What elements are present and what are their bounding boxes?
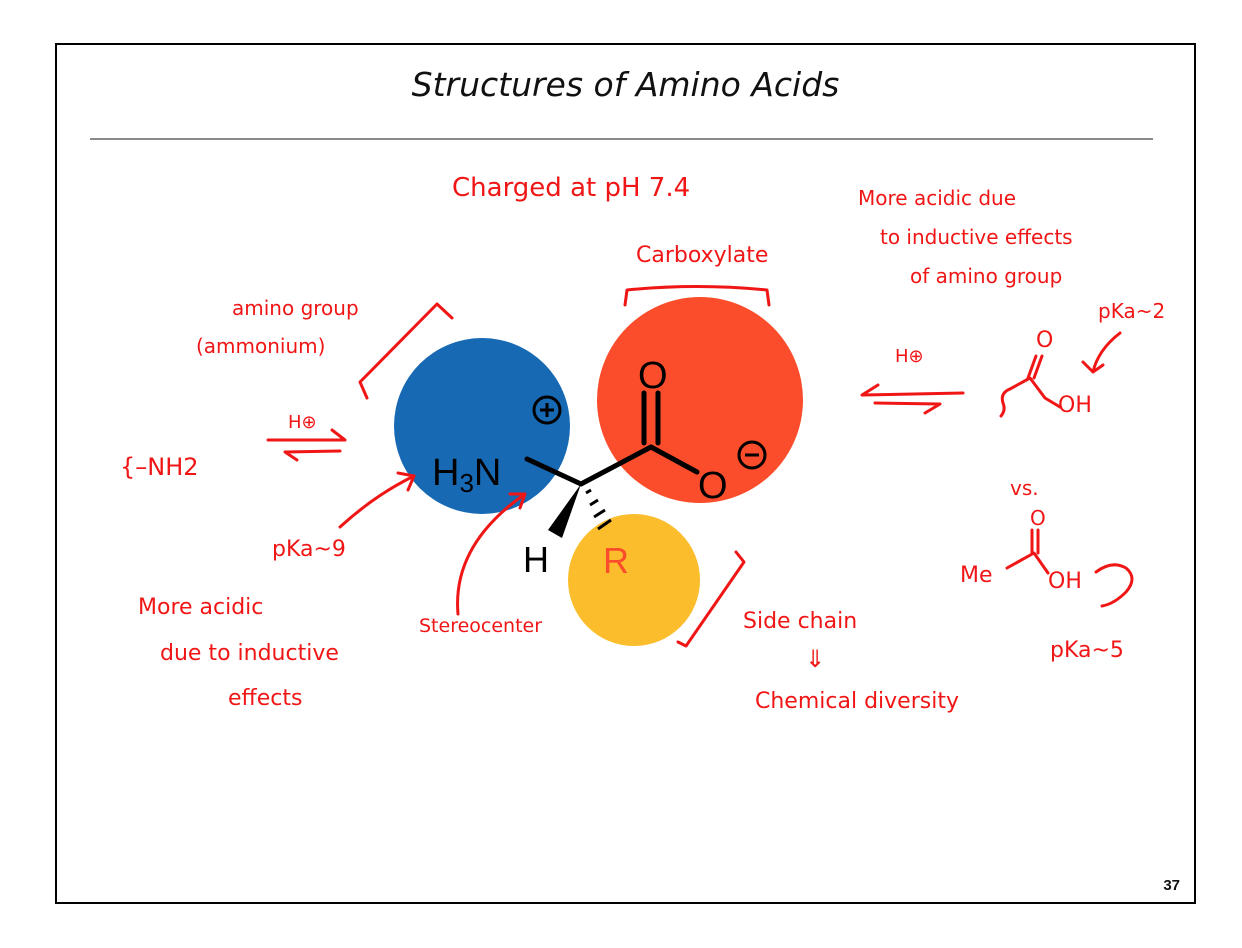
chemical-diversity-label: Chemical diversity bbox=[755, 689, 959, 714]
acidic-right-line2: to inductive effects bbox=[880, 225, 1073, 249]
vs-label: vs. bbox=[1010, 476, 1039, 500]
right-acid-bonds bbox=[999, 354, 1062, 418]
acidic-right-line3: of amino group bbox=[910, 264, 1062, 288]
slide-page-number: 37 bbox=[1163, 877, 1180, 894]
acidic-left-line3: effects bbox=[228, 686, 302, 711]
equilibrium-right-bottom bbox=[873, 401, 942, 415]
pka5-label: pKa~5 bbox=[1050, 638, 1124, 663]
negative-charge-icon bbox=[737, 440, 767, 470]
down-arrow-label: ⇓ bbox=[805, 645, 825, 673]
wedge-bond bbox=[548, 484, 581, 538]
ammonium-note: (ammonium) bbox=[196, 334, 325, 358]
ammonium-label: H3N bbox=[432, 452, 501, 498]
hash-bond bbox=[585, 488, 612, 531]
carbonyl-oxygen: O bbox=[638, 355, 668, 397]
acidic-left-line2: due to inductive bbox=[160, 641, 339, 666]
stereocenter-arrow bbox=[456, 492, 527, 616]
carboxylate-note: Carboxylate bbox=[636, 243, 768, 268]
pka2-arrow bbox=[1081, 331, 1122, 374]
equilibrium-right-top bbox=[860, 383, 965, 397]
alpha-hydrogen: H bbox=[523, 539, 549, 580]
equilibrium-left-bottom bbox=[283, 449, 342, 462]
side-chain-label: Side chain bbox=[743, 609, 857, 634]
stereocenter-label: Stereocenter bbox=[419, 615, 542, 637]
carboxylate-bracket bbox=[623, 285, 771, 307]
me-label: Me bbox=[960, 563, 993, 588]
charged-note: Charged at pH 7.4 bbox=[452, 173, 690, 203]
slide-title: Structures of Amino Acids bbox=[411, 65, 840, 104]
amino-group-note: amino group bbox=[232, 296, 359, 320]
slide-frame: Structures of Amino Acids 37 bbox=[55, 43, 1196, 904]
acetic-bonds bbox=[1005, 528, 1050, 575]
title-divider bbox=[90, 138, 1153, 140]
side-chain-circle bbox=[568, 514, 700, 646]
pka2-label: pKa~2 bbox=[1098, 299, 1165, 323]
acetic-oh: OH bbox=[1048, 569, 1082, 594]
c-o-single-bond bbox=[648, 444, 700, 475]
acetic-carbonyl-o: O bbox=[1030, 506, 1046, 530]
side-chain-r: R bbox=[603, 540, 629, 581]
pka5-bracket bbox=[1094, 563, 1134, 608]
calpha-c-bond bbox=[578, 444, 654, 487]
equilibrium-left-top bbox=[266, 428, 347, 442]
carboxylate-oxygen: O bbox=[698, 465, 728, 507]
positive-charge-icon bbox=[532, 395, 562, 425]
amino-bracket bbox=[358, 302, 454, 400]
pka9-label: pKa~9 bbox=[272, 537, 346, 562]
h-plus-right: H⊕ bbox=[895, 346, 924, 367]
side-chain-bracket bbox=[676, 550, 746, 648]
nh2-label: {–NH2 bbox=[120, 453, 199, 481]
acidic-right-line1: More acidic due bbox=[858, 186, 1016, 210]
pka9-arrow bbox=[338, 471, 416, 529]
right-acid-carbonyl-o: O bbox=[1036, 328, 1053, 353]
n-calpha-bond bbox=[524, 456, 584, 487]
molecule-bonds bbox=[524, 390, 700, 487]
carboxyl-group-circle bbox=[597, 297, 803, 503]
acidic-left-line1: More acidic bbox=[138, 595, 263, 620]
right-acid-oh: OH bbox=[1058, 393, 1092, 418]
h-plus-left: H⊕ bbox=[288, 412, 317, 433]
amino-group-circle bbox=[394, 338, 570, 514]
